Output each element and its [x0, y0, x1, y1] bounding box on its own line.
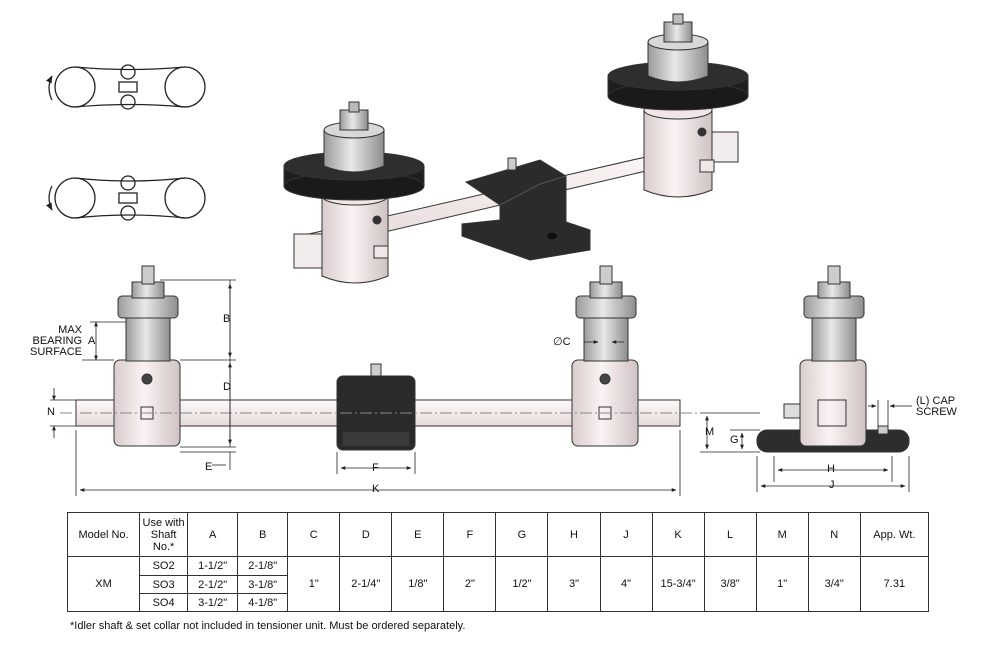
dim-m-label: M — [705, 426, 715, 438]
dim-n-label: N — [47, 406, 55, 418]
shaft-cell: SO3 — [139, 575, 189, 594]
e-cell: 1/8" — [391, 556, 445, 612]
header-cell: N — [807, 512, 861, 557]
f-cell: 2" — [443, 556, 497, 612]
a-cell: 3-1/2" — [187, 593, 239, 612]
dim-j-label: J — [829, 479, 835, 491]
header-cell: A — [187, 512, 239, 557]
l-cell: 3/8" — [703, 556, 757, 612]
rotation-ccw-icon — [45, 64, 206, 110]
a-cell: 1-1/2" — [187, 556, 239, 576]
header-cell: J — [599, 512, 653, 557]
table-row: SO4 3-1/2" 4-1/8" — [68, 593, 929, 612]
header-cell: E — [391, 512, 445, 557]
header-cell: Use with Shaft No.* — [139, 512, 189, 557]
dim-b-label: B — [223, 313, 231, 325]
footnote: *Idler shaft & set collar not included i… — [70, 620, 466, 632]
isometric-assembly — [283, 13, 749, 284]
b-cell: 3-1/8" — [237, 575, 289, 594]
dim-c-label: ∅C — [553, 336, 571, 348]
tensioner-drawing — [45, 13, 912, 496]
dim-k-label: K — [372, 483, 380, 495]
dimension-lines — [50, 279, 912, 496]
c-cell: 1" — [287, 556, 341, 612]
header-cell: C — [287, 512, 341, 557]
b-cell: 2-1/8" — [237, 556, 289, 576]
side-view — [756, 265, 910, 453]
header-cell: Model No. — [66, 512, 141, 557]
dim-a-label: A — [88, 335, 96, 347]
spec-table: Model No. Use with Shaft No.* A B C D E … — [66, 512, 930, 612]
n-cell: 3/4" — [807, 556, 861, 612]
m-cell: 1" — [755, 556, 809, 612]
header-cell: L — [703, 512, 757, 557]
header-cell: H — [547, 512, 601, 557]
front-view — [60, 265, 700, 451]
rotation-cw-icon — [45, 175, 206, 221]
header-cell: K — [651, 512, 705, 557]
b-cell: 4-1/8" — [237, 593, 289, 612]
a-cell: 2-1/2" — [187, 575, 239, 594]
dim-f-label: F — [372, 462, 379, 474]
g-cell: 1/2" — [495, 556, 549, 612]
k-cell: 15-3/4" — [651, 556, 705, 612]
d-cell: 2-1/4" — [339, 556, 393, 612]
dim-d-label: D — [223, 381, 231, 393]
shaft-cell: SO2 — [139, 556, 189, 576]
weight-cell: 7.31 — [859, 556, 930, 612]
cap-screw-label: (L) CAP SCREW — [916, 395, 957, 418]
table-row: XM SO2 1-1/2" 2-1/8" 1" 2-1/4" 1/8" 2" 1… — [66, 556, 930, 612]
shaft-cell: SO4 — [139, 593, 189, 612]
header-cell: B — [237, 512, 289, 557]
h-cell: 3" — [547, 556, 601, 612]
dim-g-label: G — [730, 434, 739, 446]
header-cell: D — [339, 512, 393, 557]
dim-e-label: E — [205, 461, 213, 473]
model-cell: XM — [66, 556, 141, 612]
j-cell: 4" — [599, 556, 653, 612]
dim-h-label: H — [827, 463, 835, 475]
table-row: SO3 2-1/2" 3-1/8" — [68, 575, 929, 594]
table-header-row: Model No. Use with Shaft No.* A B C D E … — [66, 512, 930, 557]
header-cell: G — [495, 512, 549, 557]
header-cell: F — [443, 512, 497, 557]
header-cell: App. Wt. — [859, 512, 930, 557]
header-cell: M — [755, 512, 809, 557]
max-bearing-surface-label: MAX BEARING SURFACE — [30, 324, 82, 358]
